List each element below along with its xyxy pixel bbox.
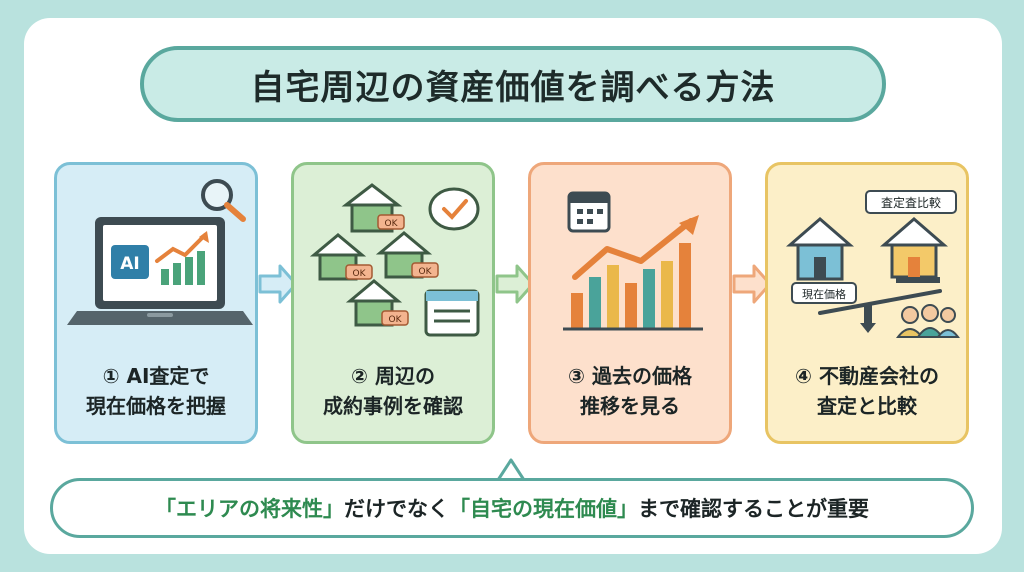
highlight-home-value: 「自宅の現在価値」 <box>449 497 638 521</box>
left-tag: 現在価格 <box>791 282 857 304</box>
bar-chart-icon <box>563 243 703 331</box>
calendar-icon <box>567 191 611 233</box>
list-window-icon <box>424 289 480 337</box>
ok-tag-icon: OK OK OK OK <box>345 214 439 326</box>
svg-text:OK: OK <box>419 267 433 277</box>
step-card-2: OK OK OK OK ② 周辺の 成約事例を確認 <box>291 162 495 444</box>
laptop-icon <box>67 217 253 325</box>
magnifier-icon <box>201 179 246 222</box>
step-card-3: ③ 過去の価格 推移を見る <box>528 162 732 444</box>
page-title: 自宅周辺の資産価値を調べる方法 <box>250 67 776 108</box>
check-bubble-icon <box>428 187 480 231</box>
step-card-1: AI ① AI査定で 現在価格を把握 <box>54 162 258 444</box>
step-label-2: ② 周辺の 成約事例を確認 <box>323 364 463 418</box>
highlight-area-future: 「エリアの将来性」 <box>155 497 344 521</box>
conclusion-text-1: だけでなく <box>344 497 449 521</box>
agents-icon <box>895 304 960 338</box>
step-label-1: ① AI査定で 現在価格を把握 <box>86 364 226 418</box>
ai-chip-label: AI <box>120 254 139 274</box>
conclusion-banner: 「エリアの将来性」 だけでなく 「自宅の現在価値」 まで確認することが重要 <box>50 478 974 538</box>
arrow-right-icon <box>732 264 772 304</box>
title-banner: 自宅周辺の資産価値を調べる方法 <box>140 46 886 122</box>
scale-icon <box>818 277 942 333</box>
houses-illustration: OK OK OK OK <box>309 183 480 337</box>
laptop-ai-illustration: AI <box>67 179 253 325</box>
house-icon <box>879 217 949 279</box>
house-icon <box>309 233 367 281</box>
conclusion-text-2: まで確認することが重要 <box>638 497 869 521</box>
svg-text:OK: OK <box>353 269 367 279</box>
arrow-right-icon <box>495 264 535 304</box>
svg-text:査定査比較: 査定査比較 <box>881 195 941 210</box>
step-label-3: ③ 過去の価格 推移を見る <box>568 364 692 418</box>
arrow-right-icon <box>258 264 298 304</box>
price-history-illustration <box>563 191 703 331</box>
trend-arrow-icon <box>572 215 699 280</box>
right-tag: 査定査比較 <box>865 190 957 214</box>
rising-chart-icon <box>155 231 209 285</box>
svg-text:OK: OK <box>389 315 403 325</box>
step-label-4: ④ 不動産会社の 査定と比較 <box>795 364 939 418</box>
svg-text:現在価格: 現在価格 <box>802 287 846 301</box>
ai-chip-icon: AI <box>111 245 149 279</box>
svg-text:OK: OK <box>385 219 399 229</box>
house-icon <box>785 217 855 281</box>
step-card-4: 査定査比較 現在価格 ④ 不動産会社の 査定と比較 <box>765 162 969 444</box>
appraisal-compare-illustration: 査定査比較 現在価格 <box>785 190 960 338</box>
